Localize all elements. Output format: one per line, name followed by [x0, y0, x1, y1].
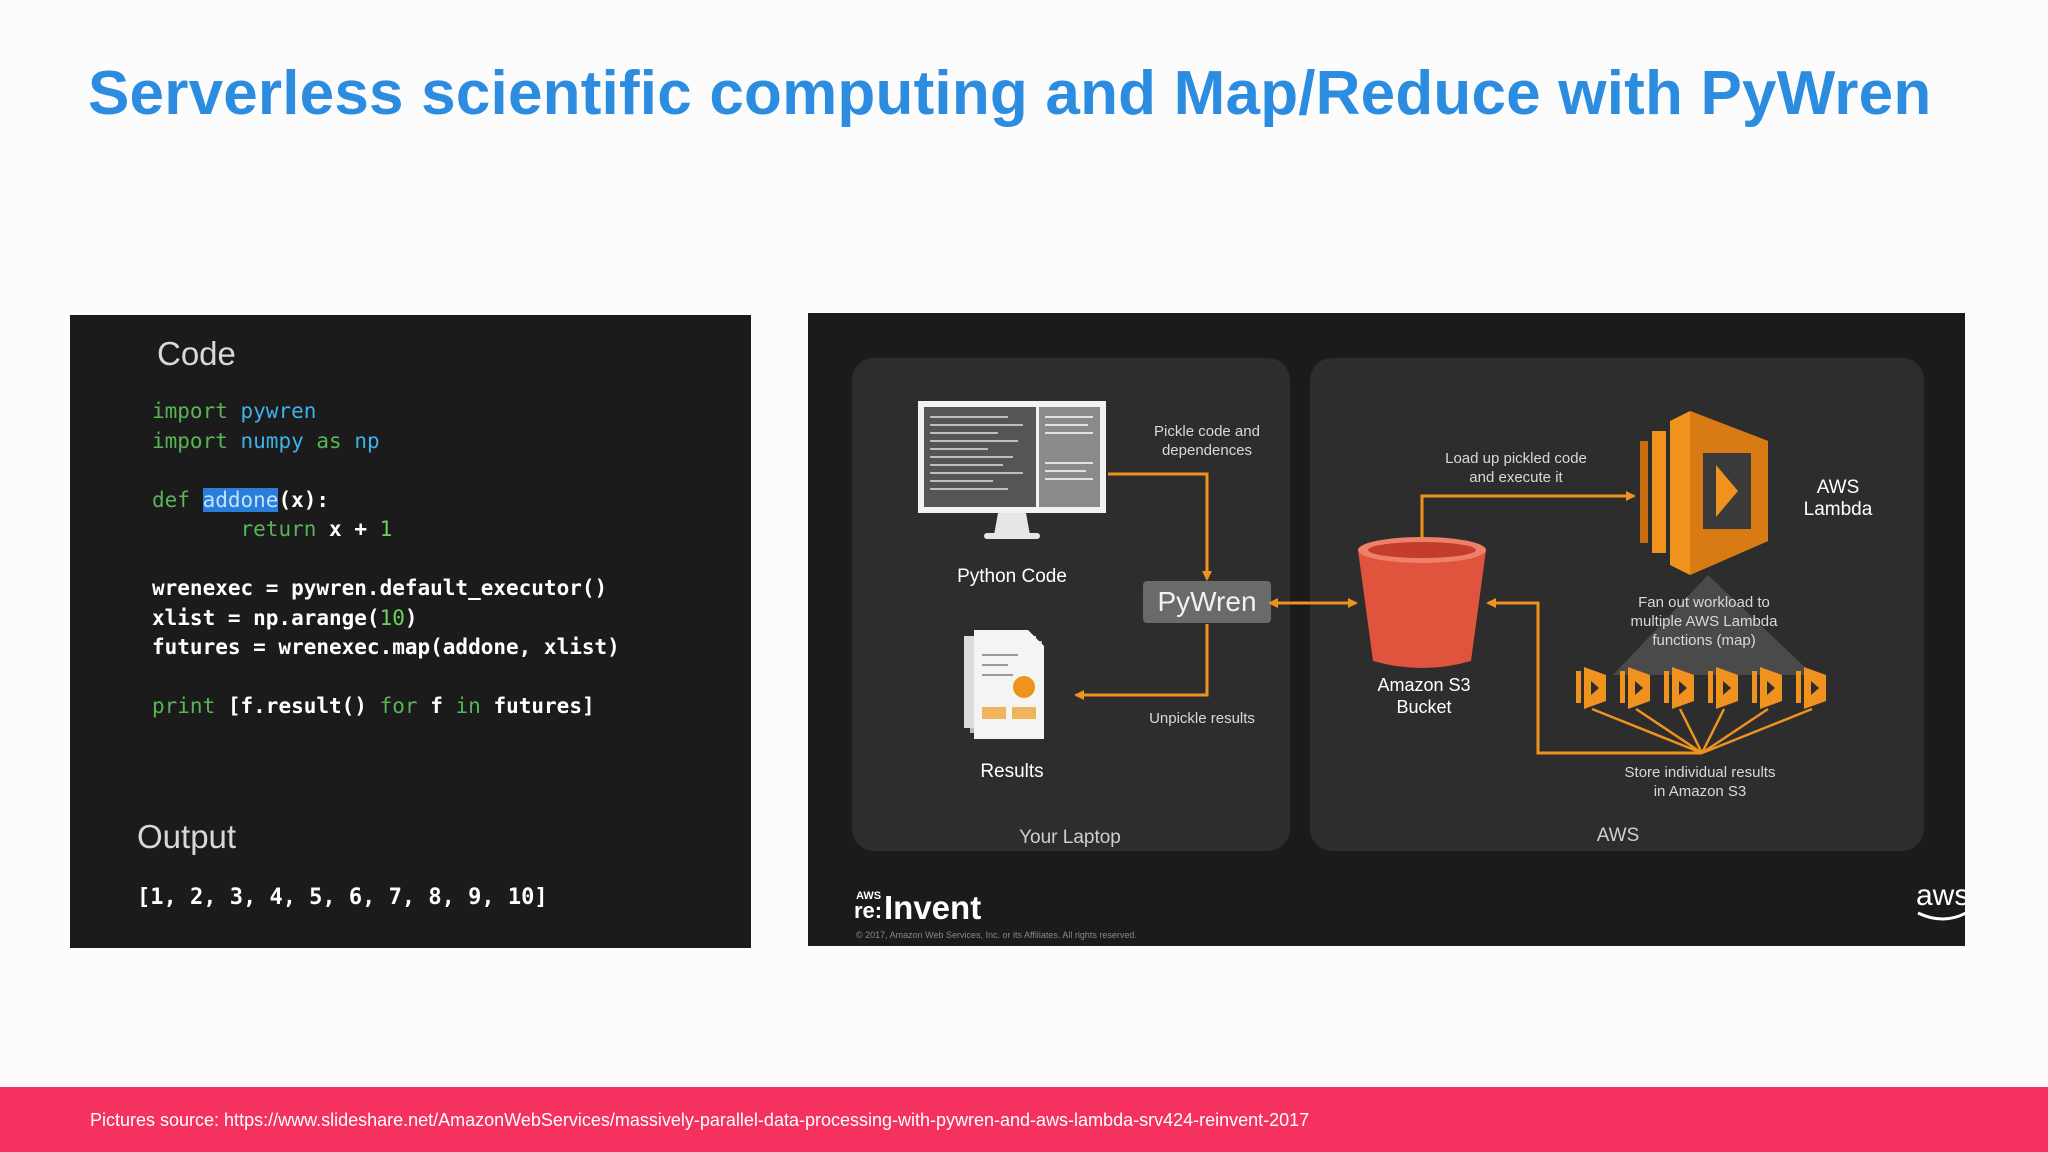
code-token: f — [430, 694, 443, 718]
code-line: futures = wrenexec.map(addone, xlist) — [152, 635, 620, 659]
architecture-diagram: Python Code Results PyWren Pickle code a… — [808, 313, 1965, 946]
code-line: wrenexec = pywren.default_executor() — [152, 576, 608, 600]
code-block: import pywren import numpy as np def add… — [152, 397, 620, 722]
code-token-highlighted: addone — [202, 487, 279, 512]
python-code-label: Python Code — [957, 566, 1067, 587]
lambda-icon — [1640, 411, 1768, 575]
fanout-triangle — [1613, 575, 1813, 675]
small-lambda-icon — [1752, 667, 1782, 709]
lambda-functions-row — [1576, 667, 1826, 709]
load-arrow — [1420, 491, 1636, 538]
pywren-box — [1143, 581, 1271, 623]
small-lambda-icon — [1620, 667, 1650, 709]
code-token: in — [455, 694, 481, 718]
code-token: pywren — [240, 399, 317, 423]
lambda-label-1: AWS — [1817, 477, 1860, 498]
code-token: def — [152, 487, 190, 512]
code-token: (x): — [278, 487, 330, 512]
code-token: np — [354, 428, 380, 453]
results-icon — [964, 630, 1044, 739]
unpickle-arrow — [1074, 624, 1209, 700]
small-lambda-icon — [1708, 667, 1738, 709]
small-lambda-icon — [1664, 667, 1694, 709]
reinvent-logo-re: re: — [854, 898, 882, 923]
store-lines — [1591, 707, 1813, 755]
slide-title: Serverless scientific computing and Map/… — [88, 59, 1932, 128]
results-label: Results — [980, 761, 1043, 782]
reinvent-logo-aws: AWS — [856, 890, 881, 902]
code-token: import — [152, 428, 228, 453]
store-text-2: in Amazon S3 — [1654, 783, 1747, 800]
fanout-text-1: Fan out workload to — [1638, 594, 1770, 611]
aws-panel-label: AWS — [1597, 825, 1640, 846]
s3-bucket-icon — [1358, 537, 1486, 668]
code-token: ) — [404, 605, 418, 630]
code-token: xlist = np.arange( — [152, 605, 380, 630]
copyright-text: © 2017, Amazon Web Services, Inc. or its… — [856, 930, 1137, 940]
s3-label-1: Amazon S3 — [1377, 675, 1470, 695]
code-token: return — [240, 517, 317, 541]
footer-bar: Pictures source: https://www.slideshare.… — [0, 1087, 2048, 1152]
code-token: 1 — [379, 517, 393, 541]
code-heading: Code — [157, 335, 236, 372]
unpickle-text: Unpickle results — [1149, 710, 1255, 727]
aws-panel — [1310, 358, 1924, 851]
fanout-text-3: functions (map) — [1652, 632, 1755, 649]
code-token: as — [316, 428, 342, 453]
pickle-text-2: dependences — [1162, 442, 1252, 459]
reinvent-logo-word: Invent — [884, 889, 981, 926]
fanout-text-2: multiple AWS Lambda — [1630, 613, 1778, 630]
laptop-panel-label: Your Laptop — [1019, 827, 1121, 848]
code-token: import — [152, 399, 228, 423]
store-text-1: Store individual results — [1625, 764, 1776, 781]
code-token: x + — [329, 517, 367, 541]
store-arrow — [1486, 598, 1702, 755]
code-screenshot: Code import pywren import numpy as np de… — [70, 315, 751, 948]
output-heading: Output — [137, 818, 237, 855]
pickle-text-1: Pickle code and — [1154, 423, 1260, 440]
diagram-canvas: Python Code Results PyWren Pickle code a… — [852, 358, 1965, 940]
small-lambda-icon — [1576, 667, 1606, 709]
small-lambda-icon — [1796, 667, 1826, 709]
pickle-arrow — [1108, 472, 1212, 581]
reinvent-logo: AWS re: Invent — [854, 889, 981, 926]
load-text-1: Load up pickled code — [1445, 450, 1587, 467]
aws-logo-text: aws — [1916, 879, 1965, 912]
code-token: 10 — [379, 605, 405, 630]
pywren-label: PyWren — [1157, 586, 1256, 617]
code-token: numpy — [240, 428, 304, 453]
aws-logo: aws — [1916, 879, 1965, 921]
code-token: futures] — [493, 694, 595, 718]
source-credit: Pictures source: https://www.slideshare.… — [90, 1110, 1310, 1130]
load-text-2: and execute it — [1469, 469, 1563, 486]
code-token: [f.result() — [227, 694, 367, 718]
output-value: [1, 2, 3, 4, 5, 6, 7, 8, 9, 10] — [137, 885, 548, 910]
s3-label-2: Bucket — [1396, 697, 1451, 717]
code-token: print — [152, 694, 216, 718]
code-token: for — [379, 694, 418, 718]
monitor-icon — [918, 401, 1106, 539]
lambda-label-2: Lambda — [1804, 499, 1873, 520]
